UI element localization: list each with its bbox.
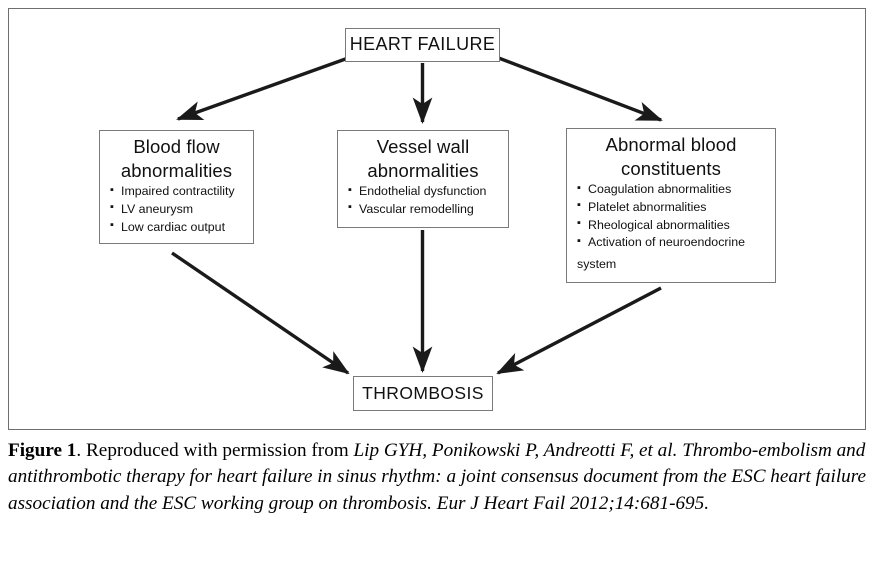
figure-caption: Figure 1. Reproduced with permission fro…	[8, 438, 872, 517]
node-blood-flow-bullets: Impaired contractility LV aneurysm Low c…	[100, 183, 253, 240]
node-blood-flow-abnormalities: Blood flow abnormalities Impaired contra…	[99, 130, 254, 244]
node-blood-flow-title-line1: Blood flow	[133, 136, 220, 157]
node-blood-flow-title: Blood flow abnormalities	[100, 131, 253, 183]
node-vessel-wall-title-line1: Vessel wall	[376, 136, 470, 157]
node-abnormal-blood-title: Abnormal blood constituents	[567, 129, 775, 181]
list-item: Activation of neuroendocrine	[577, 234, 769, 252]
caption-citation-source: Eur J Heart Fail 2012;14:681-695.	[431, 492, 710, 514]
node-abnormal-blood-title-line1: Abnormal blood	[605, 134, 737, 155]
list-item: Coagulation abnormalities	[577, 181, 769, 199]
node-vessel-wall-abnormalities: Vessel wall abnormalities Endothelial dy…	[337, 130, 509, 228]
list-item: Platelet abnormalities	[577, 198, 769, 217]
node-thrombosis-title: THROMBOSIS	[362, 383, 484, 404]
caption-lead-text: . Reproduced with permission from	[76, 440, 354, 461]
node-vessel-wall-title: Vessel wall abnormalities	[338, 131, 508, 183]
node-thrombosis: THROMBOSIS	[353, 376, 493, 411]
list-item: Low cardiac output	[110, 218, 247, 237]
node-blood-flow-title-line2: abnormalities	[120, 159, 233, 181]
node-abnormal-blood-title-line2: constituents	[621, 157, 721, 179]
list-item-continuation: system	[577, 256, 617, 271]
node-vessel-wall-title-line2: abnormalities	[367, 159, 479, 181]
caption-figure-label: Figure 1	[8, 440, 77, 461]
node-heart-failure: HEART FAILURE	[345, 28, 500, 62]
list-item: Rheological abnormalities	[577, 216, 769, 235]
caption-citation-title: Thrombo-embolism and antithrombotic ther…	[8, 440, 867, 514]
node-abnormal-blood-bullets: Coagulation abnormalities Platelet abnor…	[567, 181, 775, 255]
node-abnormal-blood-constituents: Abnormal blood constituents Coagulation …	[566, 128, 776, 283]
node-vessel-wall-bullets: Endothelial dysfunction Vascular remodel…	[338, 183, 508, 222]
list-item: LV aneurysm	[110, 200, 247, 219]
list-item: Impaired contractility	[110, 183, 247, 201]
node-abnormal-blood-bullet-continuation: system	[567, 256, 775, 278]
caption-citation-authors: Lip GYH, Ponikowski P, Andreotti F, et a…	[353, 440, 678, 461]
list-item: Endothelial dysfunction	[348, 183, 502, 201]
list-item: Vascular remodelling	[348, 200, 502, 219]
node-heart-failure-title: HEART FAILURE	[349, 34, 496, 55]
